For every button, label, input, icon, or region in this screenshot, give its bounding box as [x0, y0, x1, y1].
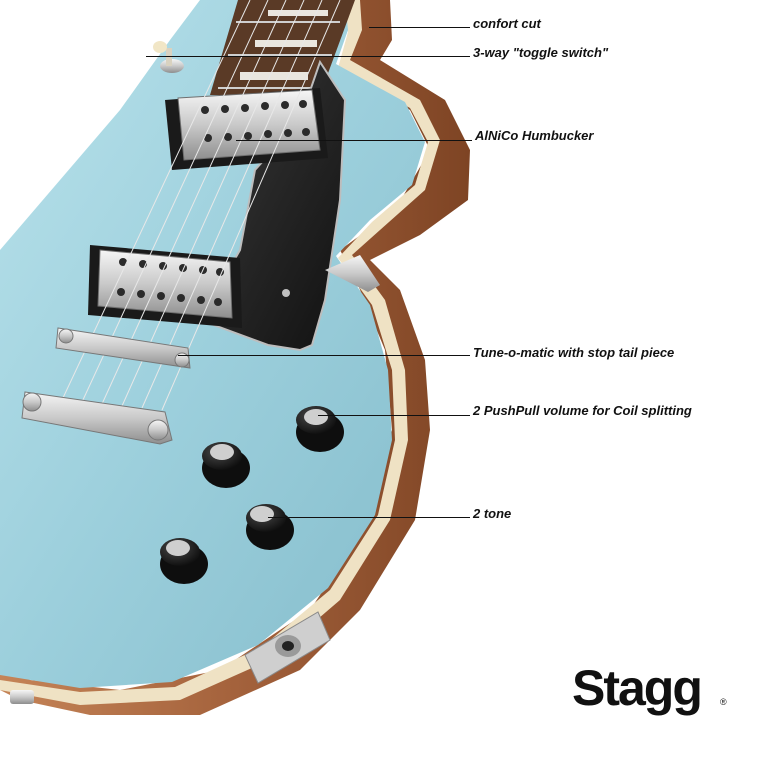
leader-line-confort-cut — [369, 27, 470, 28]
volume-knob-2 — [202, 442, 250, 488]
label-confort-cut: confort cut — [473, 16, 541, 31]
registered-mark: ® — [720, 697, 727, 707]
tone-knob-1 — [246, 504, 294, 550]
strap-button — [10, 690, 34, 704]
frets — [218, 21, 340, 89]
tune-o-matic-bridge — [55, 327, 191, 369]
bridge-humbucker — [88, 245, 242, 328]
output-jack-plate — [244, 611, 331, 684]
label-tune-o-matic: Tune-o-matic with stop tail piece — [473, 345, 675, 360]
leader-line-toggle-switch — [146, 56, 470, 57]
volume-knob-1 — [296, 406, 344, 452]
pickguard-screw — [282, 289, 290, 297]
stop-tailpiece — [21, 391, 173, 445]
label-humbucker: AlNiCo Humbucker — [475, 128, 594, 143]
leader-line-pushpull — [318, 415, 470, 416]
neck-humbucker — [165, 88, 328, 170]
tone-knob-2 — [160, 538, 208, 584]
brand-logo: Stagg — [572, 660, 703, 716]
pickguard-bracket — [325, 255, 380, 292]
leader-line-tone — [268, 517, 470, 518]
leader-line-tune-o-matic — [178, 355, 470, 356]
label-tone: 2 tone — [473, 506, 512, 521]
leader-line-humbucker — [236, 140, 472, 141]
label-toggle-switch: 3-way "toggle switch" — [473, 45, 609, 60]
label-pushpull-volume: 2 PushPull volume for Coil splitting — [473, 403, 692, 418]
toggle-switch — [153, 41, 184, 73]
